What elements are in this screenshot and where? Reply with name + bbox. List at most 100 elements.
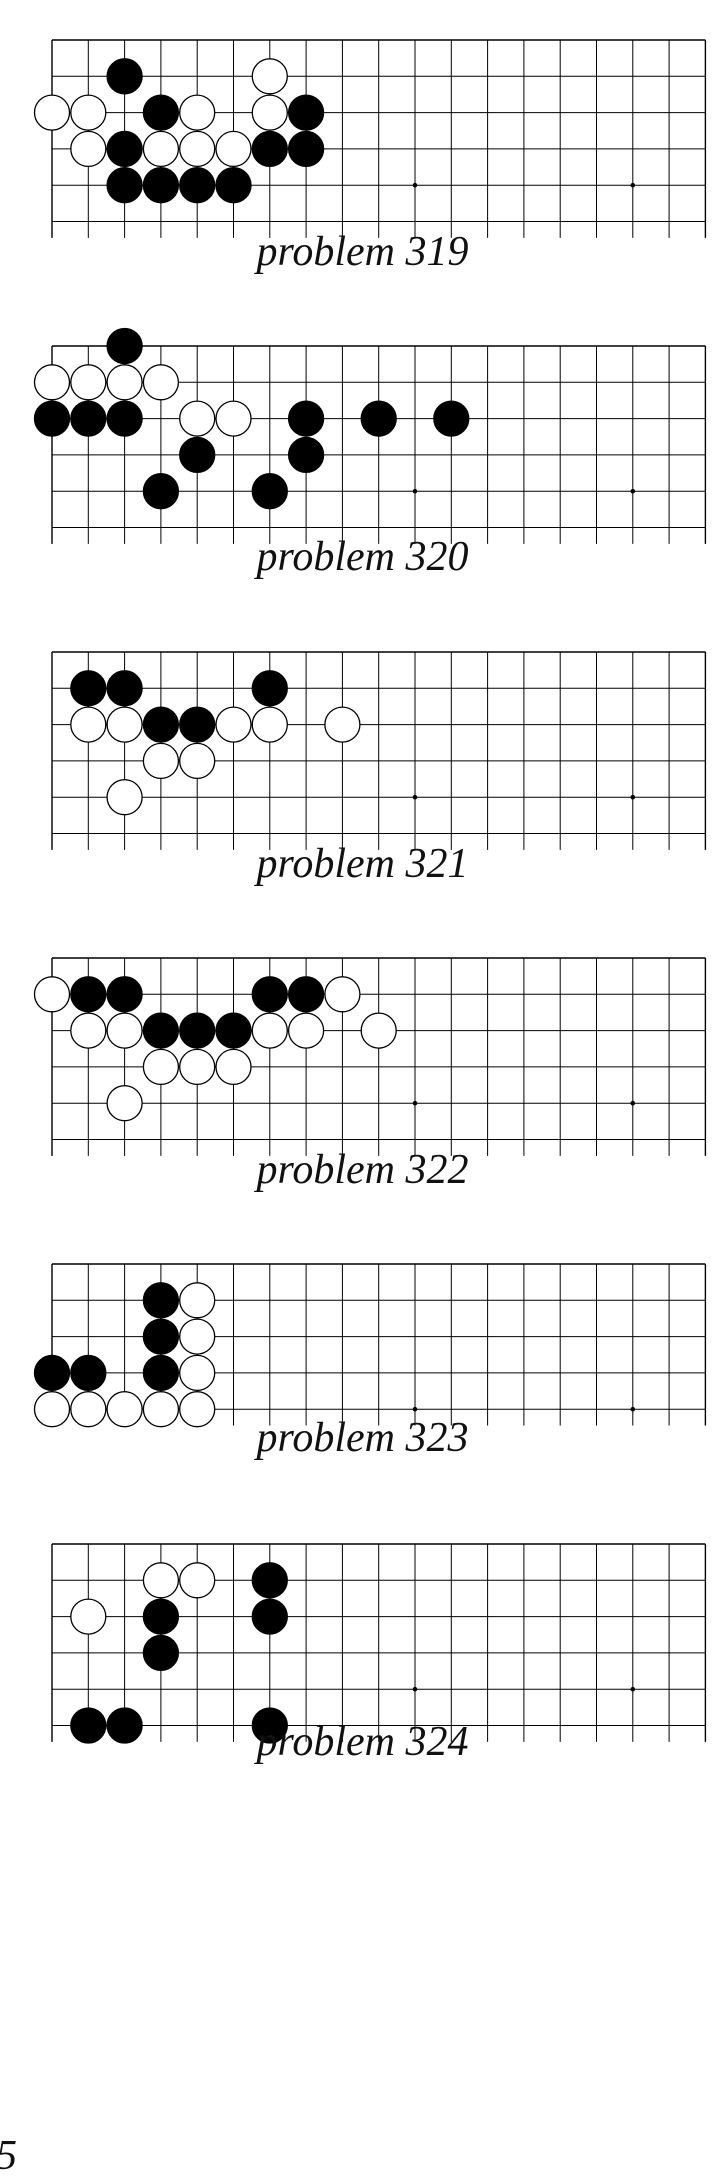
white-stone xyxy=(106,1085,143,1122)
white-stone xyxy=(70,1598,107,1635)
white-stone xyxy=(324,706,361,743)
black-stone xyxy=(70,400,107,437)
black-stone xyxy=(106,400,143,437)
white-stone xyxy=(70,364,107,401)
problem-caption: problem 323 xyxy=(256,1415,469,1461)
black-stone xyxy=(287,130,325,168)
black-stone xyxy=(106,58,143,95)
white-stone xyxy=(360,1012,397,1049)
black-stone xyxy=(106,130,143,168)
white-stone xyxy=(70,1391,107,1428)
white-stone xyxy=(142,1391,180,1428)
black-stone xyxy=(179,436,216,474)
black-stone xyxy=(287,400,325,437)
white-stone xyxy=(179,1048,216,1086)
black-stone xyxy=(179,167,216,204)
white-stone xyxy=(179,94,216,131)
black-stone xyxy=(215,1012,252,1049)
star-point xyxy=(630,1406,636,1412)
black-stone xyxy=(142,1012,180,1049)
white-stone xyxy=(324,976,361,1013)
black-stone xyxy=(287,976,325,1013)
white-stone xyxy=(33,976,71,1013)
black-stone xyxy=(142,1598,180,1635)
white-stone xyxy=(251,706,288,743)
black-stone xyxy=(251,473,288,510)
white-stone xyxy=(251,94,288,131)
white-stone xyxy=(106,779,143,816)
white-stone xyxy=(106,706,143,743)
black-stone xyxy=(142,706,180,743)
problem-caption: problem 320 xyxy=(256,534,469,580)
white-stone xyxy=(70,706,107,743)
star-point xyxy=(412,1100,418,1106)
white-stone xyxy=(142,130,180,168)
white-stone xyxy=(179,742,216,780)
white-stone xyxy=(215,706,252,743)
white-stone xyxy=(179,1562,216,1599)
white-stone xyxy=(179,400,216,437)
black-stone xyxy=(106,327,143,365)
star-point xyxy=(630,182,636,188)
star-point xyxy=(412,1686,418,1692)
white-stone xyxy=(70,1012,107,1049)
white-stone xyxy=(251,58,288,95)
black-stone xyxy=(179,706,216,743)
black-stone xyxy=(142,167,180,204)
black-stone xyxy=(433,400,470,437)
problem-caption: problem 319 xyxy=(256,229,469,275)
star-point xyxy=(412,1406,418,1412)
white-stone xyxy=(142,1048,180,1086)
white-stone xyxy=(179,1391,216,1428)
white-stone xyxy=(33,94,71,131)
white-stone xyxy=(215,1048,252,1086)
black-stone xyxy=(360,400,397,437)
white-stone xyxy=(106,1012,143,1049)
black-stone xyxy=(70,1707,107,1744)
black-stone xyxy=(142,1282,180,1319)
white-stone xyxy=(70,130,107,168)
black-stone xyxy=(106,1707,143,1744)
black-stone xyxy=(251,670,288,707)
black-stone xyxy=(70,670,107,707)
white-stone xyxy=(179,1354,216,1392)
white-stone xyxy=(106,364,143,401)
white-stone xyxy=(215,400,252,437)
black-stone xyxy=(142,473,180,510)
black-stone xyxy=(33,1354,71,1392)
black-stone xyxy=(215,167,252,204)
white-stone xyxy=(287,1012,325,1049)
white-stone xyxy=(142,1562,180,1599)
white-stone xyxy=(251,1012,288,1049)
page-number: 5 xyxy=(0,2132,17,2180)
black-stone xyxy=(251,1562,288,1599)
star-point xyxy=(412,182,418,188)
white-stone xyxy=(70,94,107,131)
black-stone xyxy=(142,94,180,131)
problem-caption: problem 322 xyxy=(256,1147,469,1193)
white-stone xyxy=(179,130,216,168)
black-stone xyxy=(106,167,143,204)
star-point xyxy=(630,794,636,800)
white-stone xyxy=(33,364,71,401)
white-stone xyxy=(142,742,180,780)
problem-caption: problem 324 xyxy=(256,1719,469,1765)
black-stone xyxy=(142,1634,180,1672)
black-stone xyxy=(179,1012,216,1049)
star-point xyxy=(412,794,418,800)
black-stone xyxy=(106,976,143,1013)
black-stone xyxy=(70,1354,107,1392)
star-point xyxy=(630,1100,636,1106)
white-stone xyxy=(142,364,180,401)
black-stone xyxy=(142,1354,180,1392)
white-stone xyxy=(106,1391,143,1428)
black-stone xyxy=(251,130,288,168)
white-stone xyxy=(215,130,252,168)
black-stone xyxy=(251,976,288,1013)
